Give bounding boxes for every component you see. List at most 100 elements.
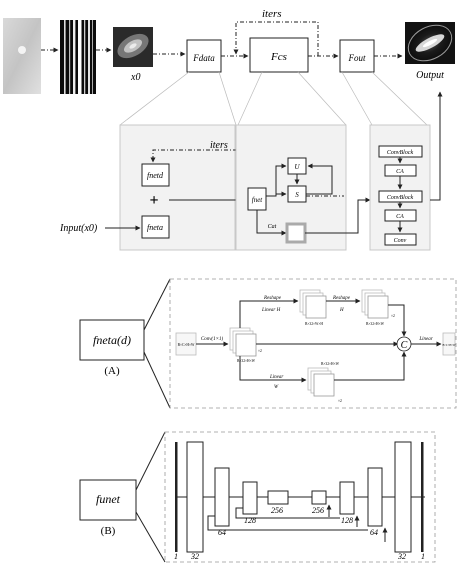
kspace-center — [18, 46, 26, 54]
funet-box — [79, 479, 137, 521]
out-dim-label: B×C×H×W — [442, 344, 455, 347]
fneta-label: fneta — [147, 223, 163, 232]
h-label: H — [339, 308, 344, 313]
arrow-to-reshape — [239, 298, 299, 328]
unet-enc-32 — [186, 441, 204, 553]
k-label-3: ×2 — [338, 399, 342, 403]
skip-64 — [207, 515, 368, 531]
unet-enc-128 — [242, 481, 258, 515]
w-label: W — [274, 385, 279, 390]
h-dim-label: B×32×W×H — [305, 322, 323, 326]
fneta-d-box — [79, 319, 145, 361]
x0-label: x0 — [130, 72, 140, 83]
kspace-image — [3, 18, 41, 94]
unet-label-256-enc: 256 — [271, 506, 283, 515]
unet-dec-64 — [367, 467, 383, 527]
unet-input-bar — [175, 442, 178, 552]
unet-label-1-in: 1 — [174, 552, 178, 561]
c-label: C — [401, 340, 408, 351]
detail-fdata-panel: iters fnetd + fneta — [119, 124, 345, 251]
panel-a: fneta(d) (A) B×C×H×W Conv(1×1) B×32×H×W … — [79, 278, 457, 409]
detail-fcs-panel: fnet U S Cat — [235, 124, 347, 251]
fcs-label: Fcs — [270, 51, 287, 63]
arrow-fout-to-output — [430, 91, 443, 201]
k-label-2: ×2 — [391, 314, 395, 318]
input-dim-label: B×C×H×W — [178, 343, 195, 347]
detail-fout-panel: ConvBlock CA ConvBlock CA Conv — [369, 124, 431, 251]
funet-label: funet — [96, 492, 121, 506]
panel-b-frame — [164, 431, 436, 563]
panel-b-caption: (B) — [101, 525, 116, 537]
fdata-label: Fdata — [192, 53, 215, 63]
unet-label-128-enc: 128 — [244, 516, 256, 525]
cat-label: Cat — [268, 224, 277, 230]
convblock-2-label: ConvBlock — [387, 195, 414, 201]
unet-dec-128 — [339, 481, 355, 515]
u-label: U — [294, 163, 300, 171]
unet-label-32-dec: 32 — [397, 552, 406, 561]
linear-w-label: Linear — [269, 375, 283, 380]
unet-enc-256 — [267, 490, 289, 505]
s-label: S — [295, 191, 299, 199]
output-label: Output — [416, 70, 444, 81]
iters-label-top: iters — [262, 8, 282, 20]
panel-b: funet (B) 1 32 64 128 256 256 128 64 32 … — [79, 431, 436, 563]
x0-image — [113, 27, 153, 67]
skip-128 — [235, 507, 340, 519]
conv-box — [384, 233, 417, 246]
iters-label-detail: iters — [210, 140, 228, 151]
arrow-r2-c — [388, 304, 407, 337]
arrow-fnet-u — [266, 163, 287, 197]
fnetd-box — [141, 163, 170, 187]
linear-out-label: Linear — [418, 337, 432, 342]
conv-1x1-label: Conv(1×1) — [201, 337, 224, 342]
arrow-w-c — [334, 351, 407, 381]
fcs-box — [249, 37, 309, 73]
mask-image — [60, 20, 96, 94]
panel-a-caption: (A) — [104, 365, 120, 377]
plus-sign: + — [149, 192, 158, 209]
unet-dec-256 — [311, 490, 327, 505]
output-tensor-box — [442, 332, 456, 356]
arrow-fnet-cat — [256, 210, 287, 236]
ca-2-label: CA — [396, 214, 404, 220]
fdata-box — [186, 39, 222, 73]
unet-label-128-dec: 128 — [341, 516, 353, 525]
h-tensor — [299, 289, 327, 319]
zoom-connectors — [119, 71, 428, 126]
linear-h-label: Linear H — [261, 308, 281, 313]
input-x0-label: Input(x0) — [59, 223, 98, 234]
unet-label-1-out: 1 — [421, 552, 425, 561]
arrow-cat-fout — [305, 197, 371, 234]
output-image — [405, 22, 455, 64]
w-tensor — [307, 367, 335, 397]
reshape-2-label: Reshape — [332, 296, 351, 301]
w-dim-label: B×32×H×W — [321, 362, 340, 366]
arrow-s-u-return — [306, 163, 333, 195]
conv-out-tensor — [229, 327, 257, 357]
r2-tensor — [361, 289, 389, 319]
cat-box — [285, 222, 307, 244]
r2-dim-label: B×32×H×W — [366, 322, 385, 326]
unet-label-64-enc: 64 — [218, 528, 226, 537]
unet-label-256-dec: 256 — [312, 506, 324, 515]
conv-out-dim: B×32×H×W — [237, 359, 256, 363]
unet-label-32-enc: 32 — [190, 552, 199, 561]
reshape-1-label: Reshape — [263, 296, 282, 301]
k-label-1: ×2 — [258, 349, 262, 353]
top-pipeline: x0 Fdata Fcs iters Fout Output — [3, 8, 455, 94]
fneta-box — [141, 215, 170, 239]
fnetd-label: fnetd — [147, 171, 164, 180]
conv-label: Conv — [394, 238, 407, 244]
convblock-1-label: ConvBlock — [387, 150, 414, 156]
fout-label: Fout — [348, 53, 366, 63]
unet-output-bar — [421, 442, 424, 552]
unet-enc-64 — [214, 467, 230, 527]
arrow-to-linear-w — [239, 356, 307, 383]
ca-1-label: CA — [396, 169, 404, 175]
iters-loop-top — [233, 21, 319, 56]
fnet-label: fnet — [252, 196, 264, 204]
fneta-d-label: fneta(d) — [93, 333, 131, 347]
unet-dec-32 — [394, 441, 412, 553]
